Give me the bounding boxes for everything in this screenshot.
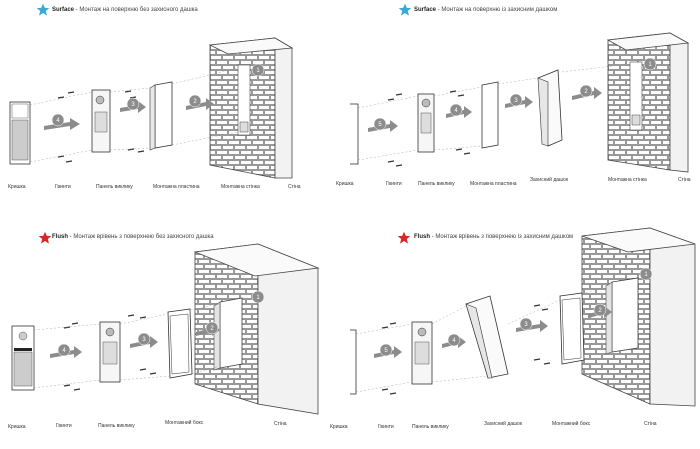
label-box: Монтажний бокс <box>552 421 591 427</box>
panel-flush-no-roof: Flush - Монтаж врівень з поверхнею без з… <box>0 224 350 448</box>
step-number: 3 <box>131 102 135 108</box>
mode-label: Flush <box>52 234 68 240</box>
surface-no-roof-diagram <box>9 37 294 179</box>
step-numbers: 4 3 2 1 <box>56 68 260 124</box>
step-number: 1 <box>256 295 260 301</box>
flush-roof-diagram <box>350 227 696 407</box>
label-box: Монтажний бокс <box>165 420 204 426</box>
label-wall: Стіна <box>644 421 657 427</box>
mount-on-wall <box>237 64 251 136</box>
label-roof: Захисний дашок <box>484 421 523 427</box>
label-panel: Панель виклику <box>412 424 449 430</box>
blue-star-icon <box>36 3 50 16</box>
label-plate: Монтажна пластина <box>153 184 200 190</box>
step-badge-2 <box>188 94 202 108</box>
label-panel: Панель виклику <box>96 184 133 190</box>
step-number: 5 <box>384 348 388 354</box>
step-number: 2 <box>598 308 602 314</box>
front-cover <box>350 103 359 165</box>
step-number: 4 <box>62 348 66 354</box>
mounting-plate <box>481 81 499 149</box>
step-numbers: 5 4 3 2 1 <box>384 272 648 354</box>
panel-title: Surface - Монтаж на поверхню без захисно… <box>52 7 198 13</box>
blue-star-icon <box>398 3 412 16</box>
panel-flush-roof: Flush - Монтаж врівень з поверхнею із за… <box>330 224 700 448</box>
step-badge-3 <box>126 97 140 111</box>
step-number: 5 <box>378 122 382 128</box>
step-number: 2 <box>584 89 588 95</box>
panel-surface-roof: Surface - Монтаж на поверхню із захисним… <box>336 0 700 224</box>
label-plate: Монтажна пластина <box>470 181 517 187</box>
mode-label: Flush <box>414 234 430 240</box>
label-roof: Захисний дашок <box>530 177 569 183</box>
step-number: 1 <box>648 62 652 68</box>
mounting-box <box>559 292 585 365</box>
front-cover <box>350 329 357 395</box>
label-cover: Кришка <box>8 424 26 430</box>
panel-title: Surface - Монтаж на поверхню із захисним… <box>414 7 557 13</box>
step-number: 4 <box>452 338 456 344</box>
red-star-icon <box>38 231 52 244</box>
label-wall: Стіна <box>288 184 301 190</box>
surface-roof-diagram <box>350 32 690 173</box>
step-badge-4 <box>51 113 65 127</box>
step-badge-1 <box>251 63 265 77</box>
panel-title: Flush - Монтаж врівень з поверхнею із за… <box>414 234 573 240</box>
step-numbers: 4 3 2 1 <box>62 295 260 354</box>
title-text: - Монтаж на поверхню без захисного дашка <box>74 7 198 13</box>
step-number: 3 <box>514 98 518 104</box>
step-number: 3 <box>142 337 146 343</box>
panel-surface-no-roof: Surface - Монтаж на поверхню без захисно… <box>0 0 350 224</box>
step-number: 1 <box>256 68 260 74</box>
red-star-icon <box>397 231 411 244</box>
step-numbers: 5 4 3 2 1 <box>378 62 652 128</box>
label-cover: Кришка <box>8 184 26 190</box>
mode-label: Surface <box>52 7 75 13</box>
label-screws: Гвинти <box>56 423 72 429</box>
label-cover: Кришка <box>336 181 354 187</box>
title-text: - Монтаж врівень з поверхнею із захисним… <box>430 234 574 240</box>
label-cover: Кришка <box>330 424 348 430</box>
label-panel: Панель виклику <box>418 181 455 187</box>
title-text: - Монтаж на поверхню із захисним дашком <box>436 7 558 13</box>
label-wall: Стіна <box>678 177 691 183</box>
label-screws: Гвинти <box>378 424 394 430</box>
step-number: 2 <box>210 326 214 332</box>
step-number: 2 <box>193 99 197 105</box>
label-screws: Гвинти <box>55 184 71 190</box>
panel-title: Flush - Монтаж врівень з поверхнею без з… <box>52 234 214 240</box>
label-wall-mount: Монтажна стінка <box>608 177 647 183</box>
step-number: 1 <box>644 272 648 278</box>
flush-no-roof-diagram <box>11 243 320 415</box>
mode-label: Surface <box>414 7 437 13</box>
label-wall: Стіна <box>274 421 287 427</box>
step-number: 3 <box>524 322 528 328</box>
step-number: 4 <box>56 118 60 124</box>
title-text: - Монтаж врівень з поверхнею без захисно… <box>68 234 214 240</box>
label-wall-mount: Монтажна стінка <box>221 184 260 190</box>
label-screws: Гвинти <box>386 181 402 187</box>
label-panel: Панель виклику <box>98 423 135 429</box>
step-number: 4 <box>454 108 458 114</box>
wall-top <box>208 37 294 55</box>
